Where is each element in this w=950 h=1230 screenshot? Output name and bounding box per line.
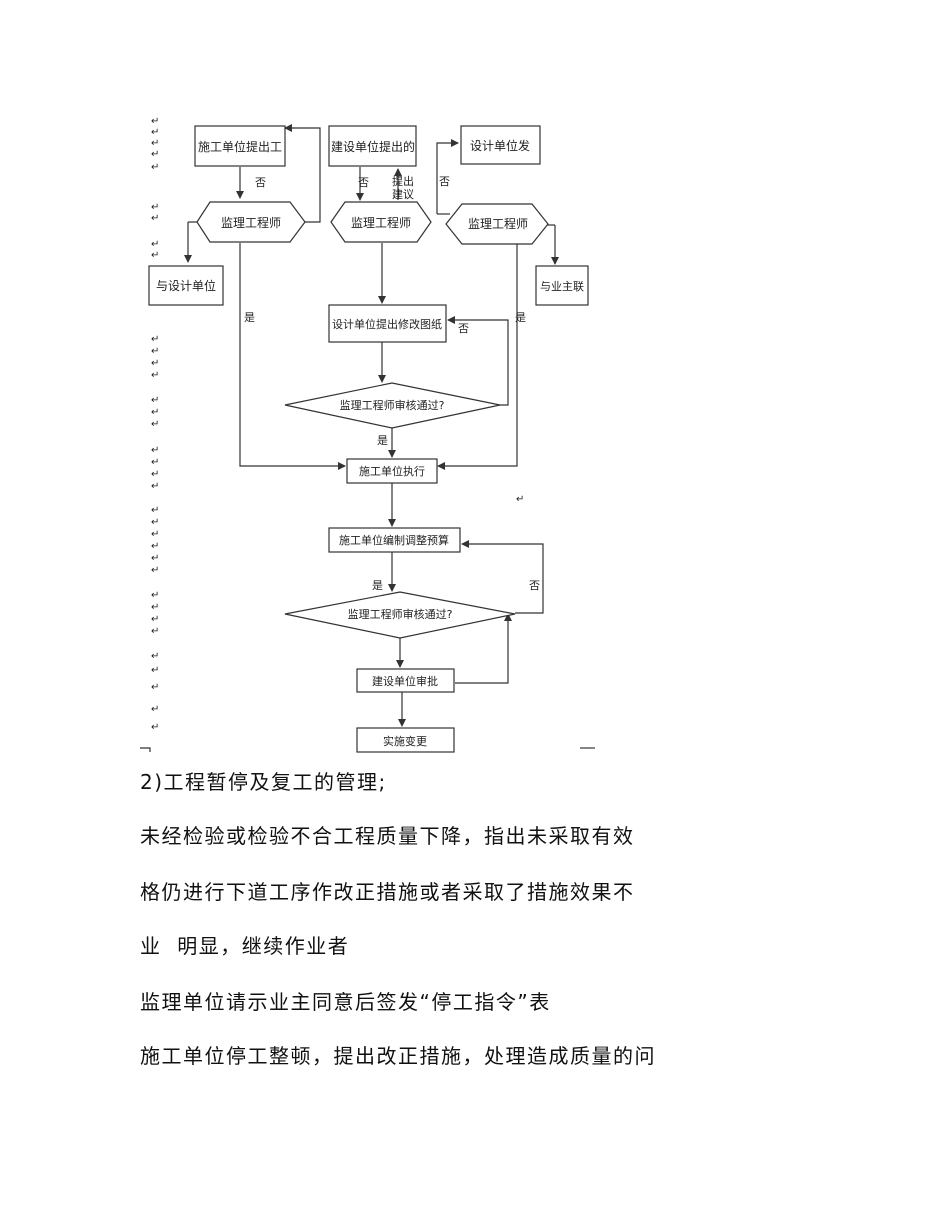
edge-label-no: 否 [358,176,369,189]
paragraph-mark: ↵ [151,162,159,173]
paragraph-mark: ↵ [151,722,159,733]
node-contractor-proposes-label: 施工单位提出工 [198,139,282,154]
paragraph-mark: ↵ [151,346,159,357]
paragraph-mark: ↵ [151,682,159,693]
node-contractor-proposes: 施工单位提出工 [194,125,286,167]
paragraph-mark: ↵ [151,651,159,662]
paragraph-mark: ↵ [151,529,159,540]
paragraph-mark: ↵ [151,481,159,492]
paragraph-mark: ↵ [151,334,159,345]
node-owner-approval: 建设单位审批 [356,668,455,693]
paragraph-mark: ↵ [151,202,159,213]
paragraph-mark: ↵ [151,517,159,528]
body-line: 监理单位请示业主同意后签发“停工指令”表 [140,990,551,1014]
edge-label-yes: 是 [377,434,388,447]
paragraph-mark: ↵ [151,565,159,576]
node-review1-label: 监理工程师审核通过? [340,398,445,412]
node-engineer-mid: 监理工程师 [330,201,432,243]
node-review2: 监理工程师审核通过? [284,591,516,639]
edge-label-no: 否 [529,579,540,592]
body-line: 业 明显，继续作业者 [140,934,350,958]
paragraph-mark: ↵ [151,445,159,456]
node-engineer-left-label: 监理工程师 [221,215,281,230]
node-designer-issues: 设计单位发 [460,125,541,165]
node-engineer-left: 监理工程师 [196,201,306,243]
edge-label-no: 否 [439,175,450,188]
node-contractor-executes: 施工单位执行 [346,458,438,484]
edge-label-no: 否 [458,322,469,335]
paragraph-marks: ↵↵↵↵↵↵↵↵↵↵↵↵↵↵↵↵↵↵↵↵↵↵↵↵↵↵↵↵↵↵↵↵↵↵↵↵ [151,116,524,733]
node-owner-proposes-label: 建设单位提出的 [331,139,415,154]
node-implement: 实施变更 [356,727,455,753]
node-budget-label: 施工单位编制调整预算 [339,533,449,547]
paragraph-mark: ↵ [151,358,159,369]
paragraph-mark: ↵ [151,127,159,138]
node-with-designer: 与设计单位 [148,265,224,306]
paragraph-mark: ↵ [151,149,159,160]
paragraph-mark: ↵ [151,457,159,468]
edge-label-no: 否 [255,176,266,189]
node-engineer-right: 监理工程师 [445,203,549,245]
edge-label-yes: 是 [372,579,383,592]
paragraph-mark: ↵ [151,541,159,552]
edge-label-yes: 是 [244,311,255,324]
node-engineer-right-label: 监理工程师 [468,216,528,231]
node-designer-drawings: 设计单位提出修改图纸 [328,304,447,343]
node-engineer-mid-label: 监理工程师 [351,215,411,230]
change-management-flowchart: 施工单位提出工 建设单位提出的 设计单位发 监理工程师 监理工程师 监理工程师 … [140,116,595,753]
node-review1: 监理工程师审核通过? [284,382,501,429]
paragraph-mark: ↵ [151,138,159,149]
node-contractor-executes-label: 施工单位执行 [359,464,425,478]
node-budget: 施工单位编制调整预算 [328,527,461,553]
edge-label-yes: 是 [515,311,526,324]
edge-label-suggest: 建议 [392,187,414,201]
node-designer-drawings-label: 设计单位提出修改图纸 [332,317,442,331]
paragraph-mark: ↵ [151,626,159,637]
body-line: 格仍进行下道工序作改正措施或者采取了措施效果不 [140,880,635,904]
page-corner-mark [140,747,151,752]
flowchart-connectors [184,124,559,727]
edge-label-suggest: 提出 [392,174,414,188]
section-heading: 2)工程暂停及复工的管理; [140,770,387,794]
node-owner-approval-label: 建设单位审批 [372,674,438,688]
paragraph-mark: ↵ [151,665,159,676]
node-review2-label: 监理工程师审核通过? [348,607,453,621]
node-with-owner-label: 与业主联 [540,280,584,293]
node-with-designer-label: 与设计单位 [156,278,216,293]
paragraph-mark: ↵ [151,407,159,418]
node-owner-proposes: 建设单位提出的 [328,125,417,167]
paragraph-mark: ↵ [151,553,159,564]
paragraph-mark: ↵ [151,590,159,601]
body-line: 未经检验或检验不合工程质量下降，指出未采取有效 [140,824,635,848]
paragraph-mark: ↵ [151,370,159,381]
paragraph-mark: ↵ [151,116,159,127]
paragraph-mark: ↵ [151,250,159,261]
paragraph-mark: ↵ [151,213,159,224]
paragraph-mark: ↵ [516,494,524,505]
paragraph-mark: ↵ [151,614,159,625]
node-implement-label: 实施变更 [383,734,427,748]
node-with-owner: 与业主联 [535,265,589,306]
paragraph-mark: ↵ [151,602,159,613]
paragraph-mark: ↵ [151,704,159,715]
flowchart-edge-labels: 否 否 提出 建议 否 是 是 否 是 是 否 [244,174,540,592]
paragraph-mark: ↵ [151,239,159,250]
paragraph-mark: ↵ [151,505,159,516]
body-line: 施工单位停工整顿，提出改正措施，处理造成质量的问 [140,1044,656,1068]
paragraph-mark: ↵ [151,469,159,480]
paragraph-mark: ↵ [151,395,159,406]
node-designer-issues-label: 设计单位发 [470,138,530,153]
paragraph-mark: ↵ [151,419,159,430]
